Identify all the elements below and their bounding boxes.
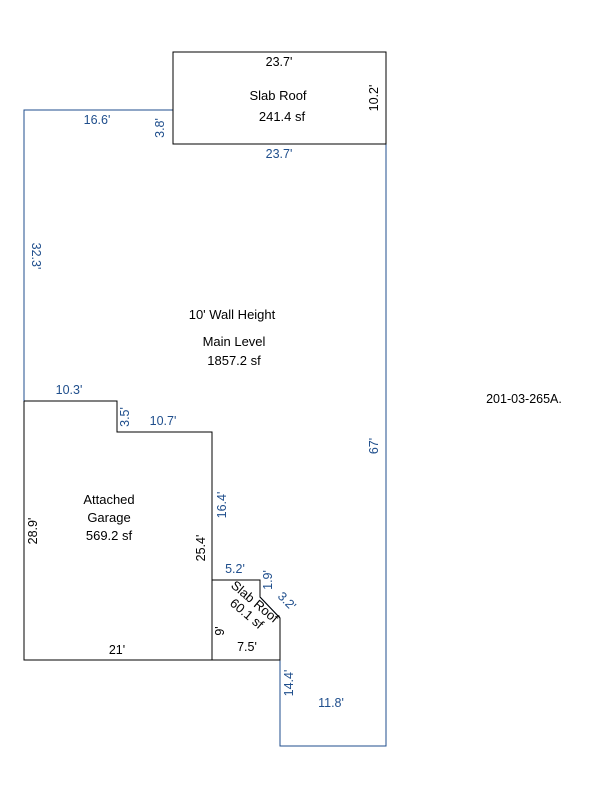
garage-outline <box>23 400 213 661</box>
dim-main-lower-drop: 14.4' <box>282 670 296 697</box>
main-level-size: 1857.2 sf <box>207 353 261 368</box>
dim-main-top-left: 16.6' <box>84 113 111 127</box>
dim-garage-bottom: 21' <box>109 643 125 657</box>
dim-main-bottom: 11.8' <box>318 696 344 710</box>
dim-small-left: 9' <box>213 626 227 635</box>
dim-main-step-top: 10.3' <box>56 383 83 397</box>
dim-main-right: 67' <box>367 438 381 454</box>
dim-main-step-drop: 3.5' <box>118 407 132 427</box>
main-level-name: Main Level <box>203 334 266 349</box>
dim-main-garage-right: 16.4' <box>215 492 229 519</box>
slab-roof-small-outline <box>212 579 281 661</box>
slab-roof-top-outline <box>172 51 387 145</box>
slab-roof-top-size: 241.4 sf <box>259 109 306 124</box>
dim-main-slab-left: 3.8' <box>153 118 167 138</box>
dim-main-small-drop: 1.9' <box>261 570 275 590</box>
dim-small-bottom: 7.5' <box>237 640 257 654</box>
dim-main-step-run: 10.7' <box>150 414 177 428</box>
dim-main-left: 32.3' <box>29 243 43 270</box>
main-level-wall-height: 10' Wall Height <box>189 307 276 322</box>
dim-main-diag: 3.2' <box>275 589 299 613</box>
slab-roof-top-name: Slab Roof <box>249 88 306 103</box>
dim-slab-right: 10.2' <box>367 85 381 112</box>
sketch-id: 201-03-265A. <box>486 392 562 406</box>
dim-slab-bottom: 23.7' <box>266 147 293 161</box>
garage-name-line1: Attached <box>83 492 134 507</box>
garage-name-line2: Garage <box>87 510 130 525</box>
dim-slab-top: 23.7' <box>266 55 293 69</box>
main-level-outline <box>23 109 387 747</box>
garage-size: 569.2 sf <box>86 528 133 543</box>
dim-garage-right: 25.4' <box>194 535 208 562</box>
dim-main-small-top: 5.2' <box>225 562 245 576</box>
dim-garage-left: 28.9' <box>26 518 40 545</box>
